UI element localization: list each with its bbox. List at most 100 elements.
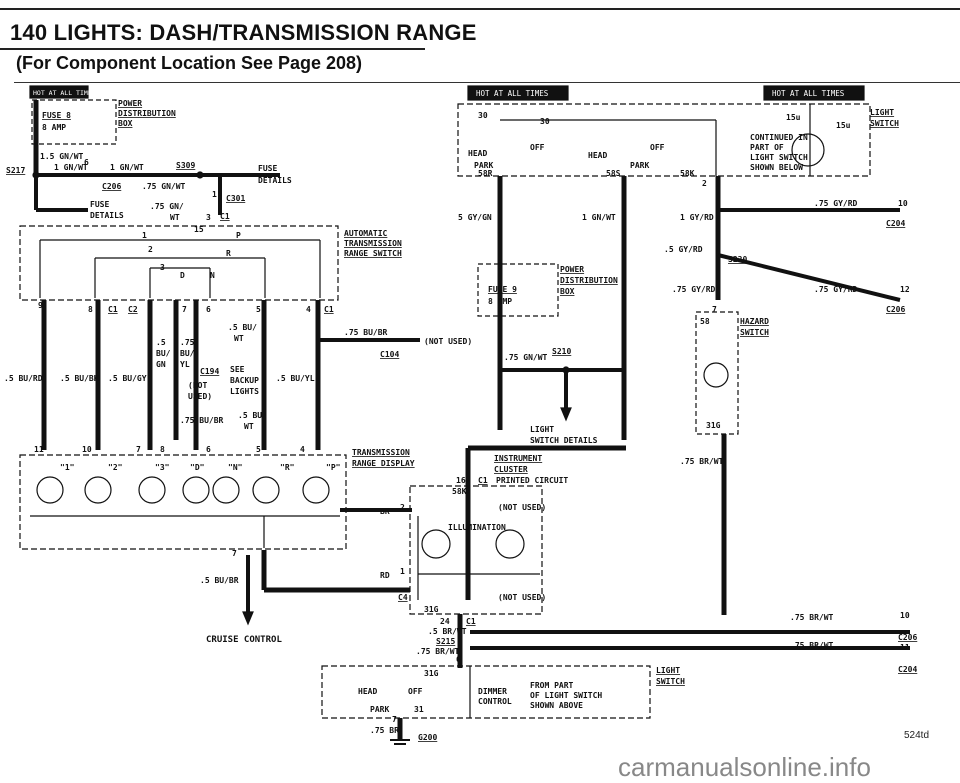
wire-label: 1 GN/WT [582,213,616,222]
watermark: carmanualsonline.info [618,752,871,782]
page-title: 140 LIGHTS: DASH/TRANSMISSION RANGE [10,20,477,45]
connector-label: C204 [898,665,917,674]
hazard-label: SWITCH [740,328,769,337]
pin-label: 24 [440,617,450,626]
pin-label: 31G [706,421,721,430]
wire-label: FUSE [258,164,277,173]
wire-label: GN [156,360,166,369]
pin-label: 3 [160,263,165,272]
switch-position-label: PARK [474,161,493,170]
dimmer-label: DIMMER [478,687,507,696]
power-box-1 [31,99,117,145]
wire-label: .5 BU/GY [108,374,147,383]
subtitle-rule [14,82,960,83]
wire-label: DETAILS [90,211,124,220]
switch-position-label: HEAD [468,149,487,158]
pin-label: 1 [142,231,147,240]
light-switch-label: LIGHT [656,666,680,675]
switch-position-label: OFF [530,143,545,152]
pin-label: 31G [424,669,439,678]
pin-label: 2 [148,245,153,254]
wire-label: 1 GN/WT [54,163,88,172]
light-switch-note: SHOWN BELOW [750,163,803,172]
wire-label: .75 GN/WT [142,182,186,191]
wire-label: .5 BU/BR [200,576,239,585]
wire-label: .75 GN/WT [504,353,548,362]
pin-label: 10 [82,445,92,454]
connector-label: C1 [108,305,118,314]
pin-label: D [180,271,185,280]
wire-label: 5 GY/GN [458,213,492,222]
pin-label: 1 [400,567,405,576]
pin-label: 12 [900,285,910,294]
power-box-1-l1: POWER [118,99,142,108]
wire-label: .75 BU/BR [180,416,224,425]
fuse-9-amp: 8 AMP [488,297,512,306]
light-switch-label: LIGHT [870,108,894,117]
wire-label: 1 GY/RD [680,213,714,222]
pin-label: 5 [256,305,261,314]
connector-label: C104 [380,350,399,359]
connector-label: C206 [898,633,917,642]
pin-label: 2 [702,179,707,188]
display-digit-label: "P" [326,463,340,472]
wire-label: .75 GY/RD [814,285,858,294]
light-switch-note: LIGHT SWITCH [750,153,808,162]
pin-label: 9 [38,301,43,310]
dimmer-note: OF LIGHT SWITCH [530,691,602,700]
hot-badge-3 [763,85,865,101]
switch-position-label: PARK [370,705,389,714]
wire-label: .5 GY/RD [664,245,703,254]
pin-label: 11 [900,643,910,652]
wire-label: .75 GY/RD [814,199,858,208]
wire-label: LIGHTS [230,387,259,396]
wire-label: FUSE [90,200,109,209]
wire-label: (NOT [188,381,207,390]
pin-label: 10 [900,611,910,620]
hot-badge-1-label: HOT AT ALL TIMES [33,89,96,97]
wire-label: 1 GN/WT [110,163,144,172]
splice-label: S220 [728,255,747,264]
wire-label: WT [244,422,254,431]
pin-label: 6 [456,655,461,664]
wire-label: .75 BR/WT [790,641,834,650]
wire-label: .75 GY/RD [672,285,716,294]
connector-label: C204 [886,219,905,228]
hazard-label: HAZARD [740,317,769,326]
pin-label: 4 [306,305,311,314]
wire-label: BK [380,507,390,516]
connector-label: C301 [226,194,245,203]
pin-label: 31G [424,605,439,614]
instrument-cluster-label: (NOT USED) [498,593,546,602]
switch-position-label: OFF [650,143,665,152]
instrument-cluster-label: PRINTED CIRCUIT [496,476,568,485]
hot-badge-1 [29,85,89,99]
title-rule [0,48,425,50]
wire-label: WT [234,334,244,343]
pin-label: 7 [392,715,397,724]
pin-label: 1 [212,190,217,199]
wire-label: WT [170,213,180,222]
pin-label: 10 [898,199,908,208]
power-box-2-l2: DISTRIBUTION [560,276,618,285]
connector-label: C1 [220,212,230,221]
light-switch-bottom [321,665,651,719]
pin-label: 7 [712,305,717,314]
light-switch-note: CONTINUED IN [750,133,808,142]
hot-badge-3-label: HOT AT ALL TIMES [772,89,845,98]
connector-label: C1 [478,476,488,485]
pin-label: 58K [680,169,695,178]
pin-label: 31 [414,705,424,714]
connector-label: C206 [886,305,905,314]
connector-label: C4 [398,593,408,602]
instrument-cluster-label: INSTRUMENT [494,454,542,463]
light-switch-top [457,103,871,177]
pin-label: 15u [786,113,801,122]
instrument-cluster-label: (NOT USED) [498,503,546,512]
pin-label: 58R [478,169,493,178]
wire-label: (NOT USED) [424,337,472,346]
pin-label: 8 [88,305,93,314]
page-subtitle: (For Component Location See Page 208) [16,53,363,73]
switch-position-label: PARK [630,161,649,170]
